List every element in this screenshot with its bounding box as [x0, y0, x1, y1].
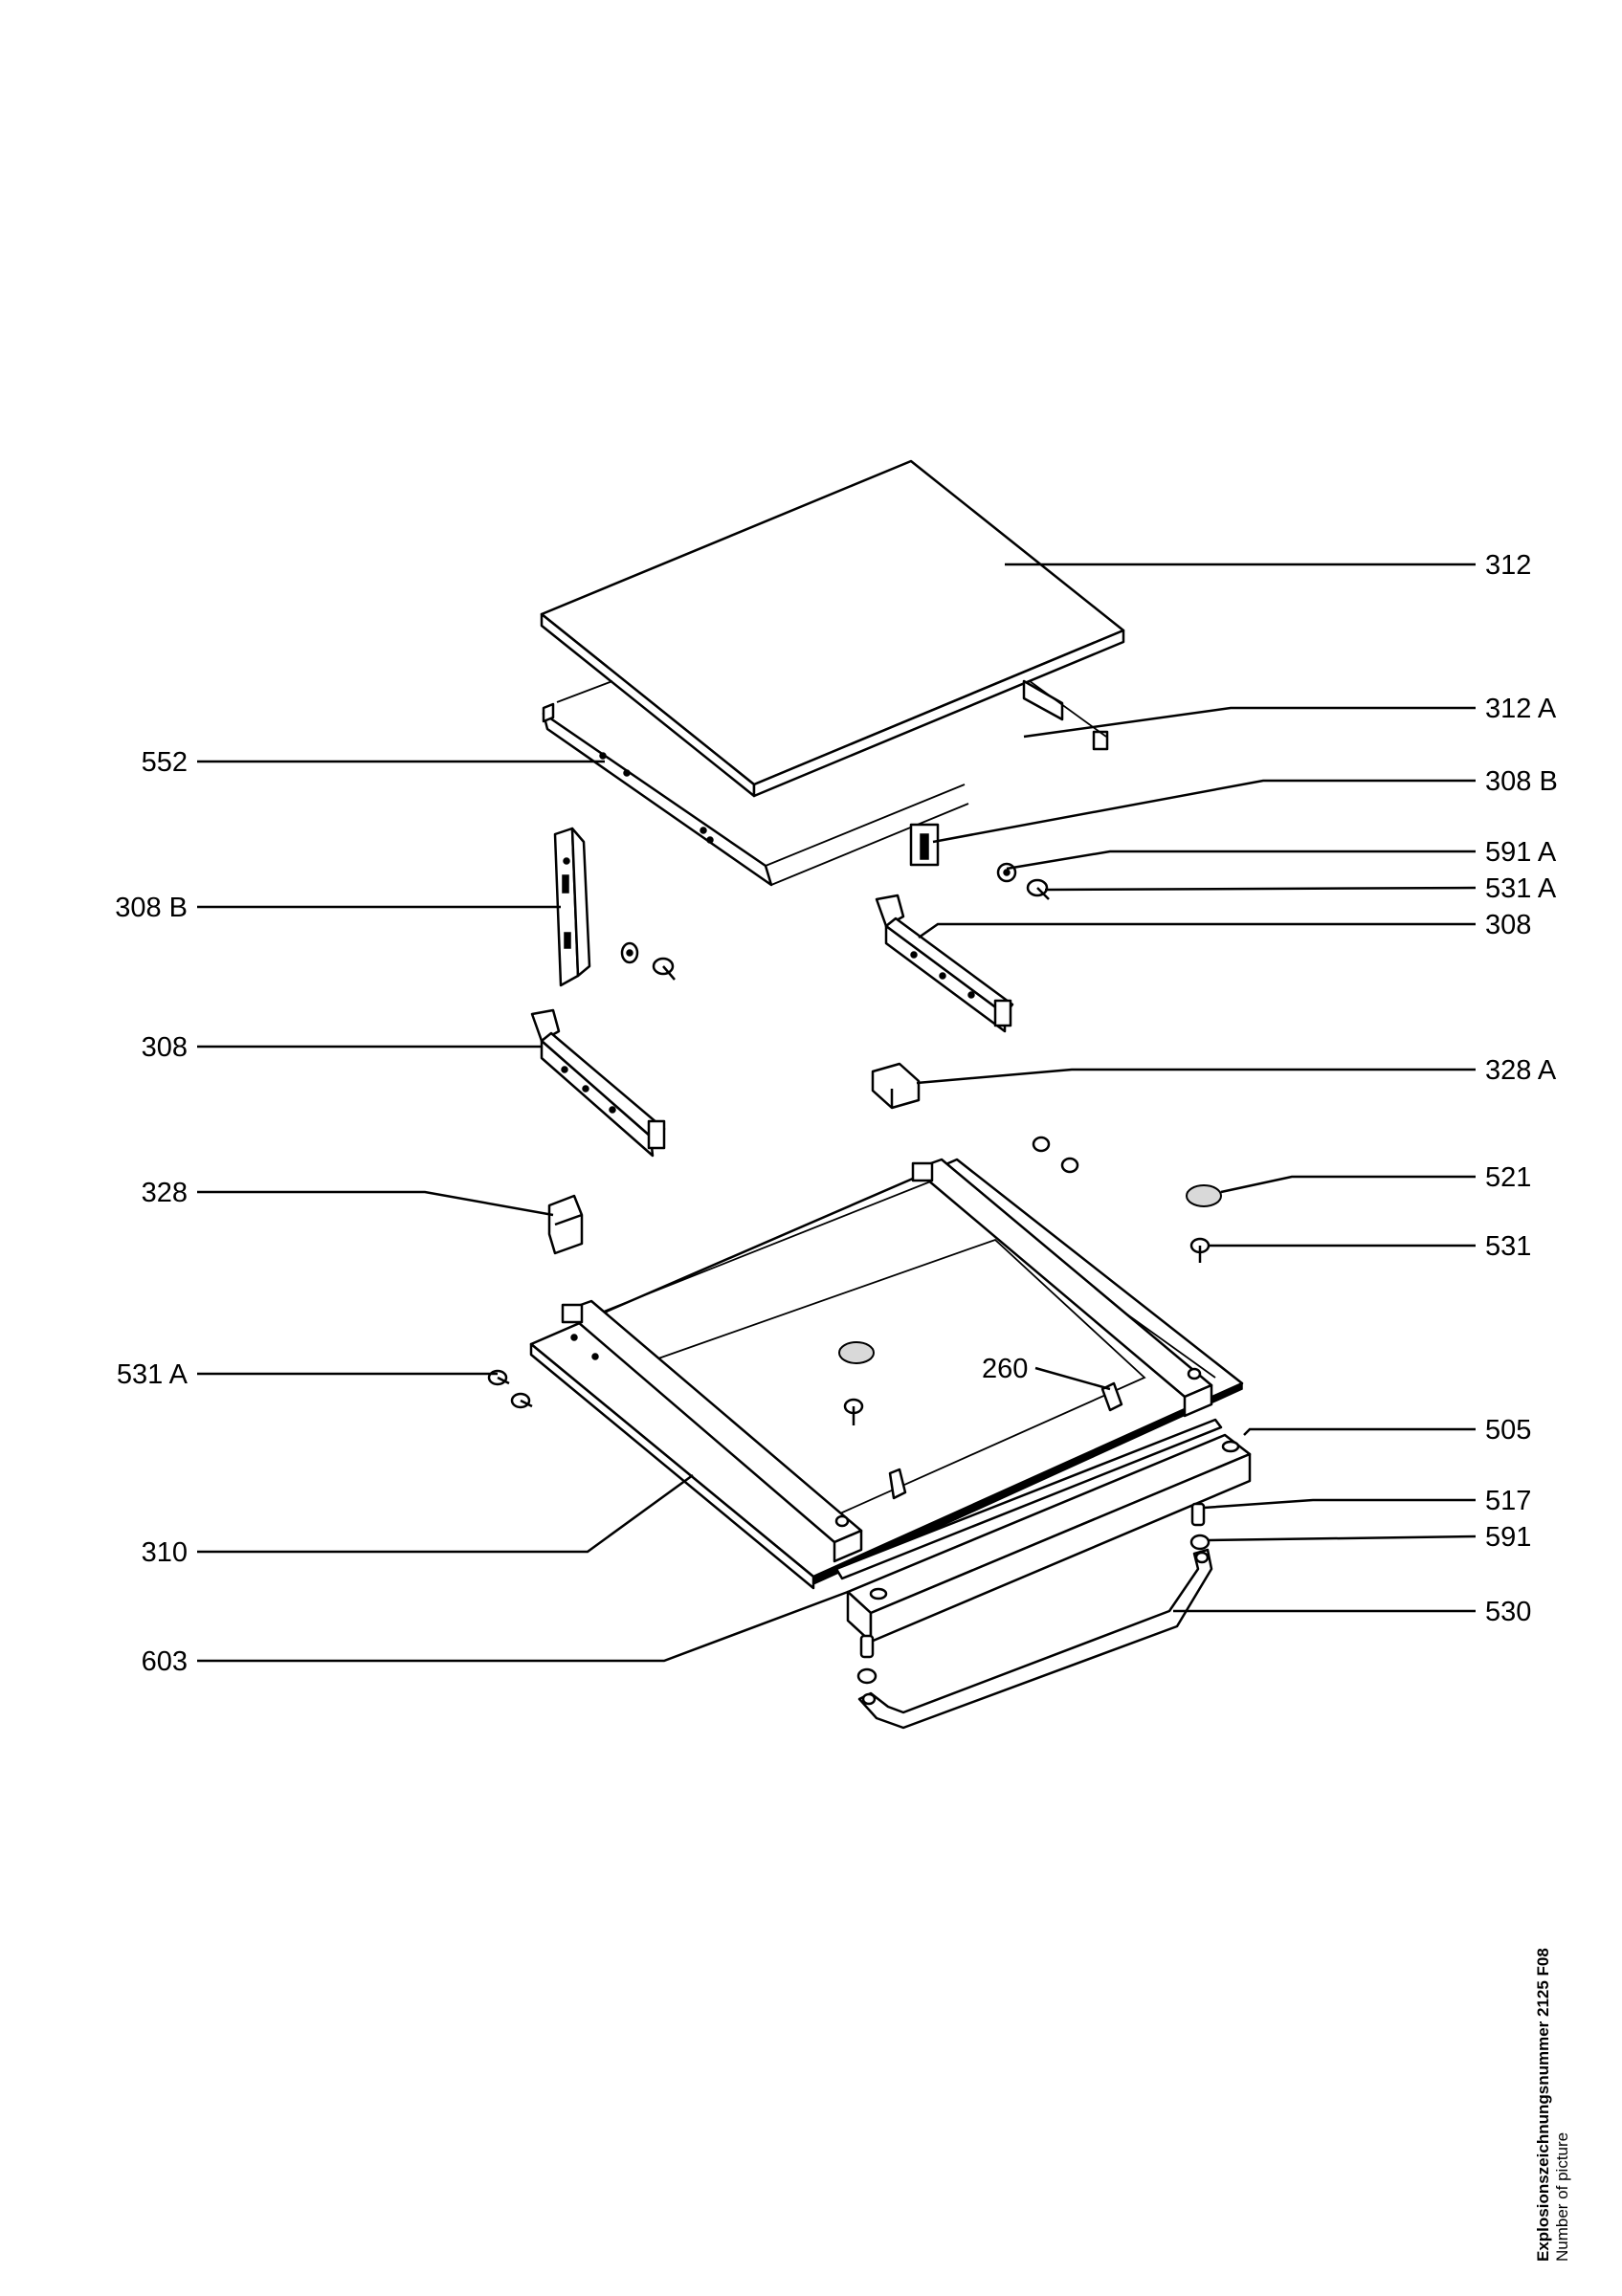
- label-328a: 328 A: [1485, 1055, 1557, 1086]
- label-531: 531: [1485, 1231, 1531, 1262]
- label-312: 312: [1485, 550, 1531, 581]
- part-521-cap: [1186, 1184, 1222, 1207]
- label-328: 328: [142, 1178, 188, 1208]
- label-260: 260: [982, 1354, 1028, 1384]
- part-308-right-hinge: [875, 894, 1014, 1033]
- label-308-left: 308: [142, 1032, 188, 1063]
- part-517-spacer: [859, 1502, 1206, 1659]
- label-552: 552: [142, 747, 188, 778]
- part-312a-clip: [1022, 679, 1109, 751]
- part-505-handle-profile: [846, 1433, 1252, 1644]
- number-of-picture-text: Number of picture: [1553, 2132, 1571, 2262]
- part-530-handle: [857, 1548, 1213, 1730]
- label-517: 517: [1485, 1486, 1531, 1516]
- drawing-number-text: Explosionszeichnungsnummer 2125 F08: [1534, 1948, 1552, 2262]
- label-310: 310: [142, 1537, 188, 1568]
- part-328a-bracket: [871, 1062, 921, 1110]
- label-603: 603: [142, 1646, 188, 1677]
- label-531a-left: 531 A: [117, 1359, 189, 1390]
- part-310-door-frame: [529, 1158, 1244, 1590]
- part-washer-screw-left: [620, 941, 676, 981]
- part-591-washer: [856, 1534, 1211, 1685]
- leader-lines: [197, 563, 1477, 1663]
- label-312a: 312 A: [1485, 694, 1557, 724]
- label-531a-right: 531 A: [1485, 873, 1557, 904]
- label-591a: 591 A: [1485, 837, 1557, 868]
- part-531a-screw-right: [1026, 878, 1050, 900]
- label-505: 505: [1485, 1415, 1531, 1446]
- label-308b-right: 308 B: [1485, 766, 1558, 797]
- label-308b-left: 308 B: [115, 893, 188, 923]
- label-521: 521: [1485, 1162, 1531, 1193]
- part-312-glass-panel: [540, 459, 1125, 798]
- part-328-bracket: [547, 1194, 584, 1255]
- label-530: 530: [1485, 1597, 1531, 1627]
- part-531-screw: [1189, 1237, 1211, 1263]
- part-308-left-hinge: [530, 1008, 666, 1158]
- label-308-right: 308: [1485, 910, 1531, 940]
- part-308b-right-hinge-plate: [909, 823, 940, 867]
- part-small-screws: [1032, 1136, 1079, 1174]
- footer-drawing-number: Explosionszeichnungsnummer 2125 F08 Numb…: [1534, 1948, 1571, 2262]
- label-591: 591: [1485, 1522, 1531, 1553]
- part-603-strip: [834, 1418, 1223, 1580]
- part-308b-left-hinge-bracket: [553, 827, 591, 987]
- part-552-inner-frame: [542, 680, 1107, 887]
- part-531a-screw-left: [487, 1369, 533, 1409]
